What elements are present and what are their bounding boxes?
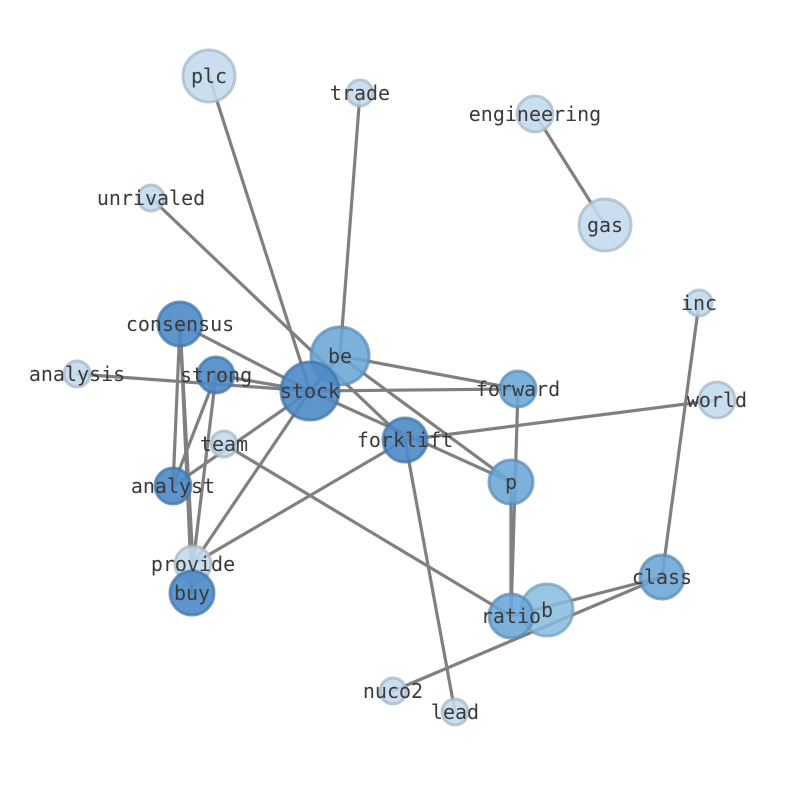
node-analysis (62, 359, 92, 389)
node-engineering (515, 94, 555, 134)
node-unrivaled (136, 183, 166, 213)
node-label-class: class (632, 565, 692, 589)
node-label-trade: trade (330, 81, 390, 105)
node-ratio (487, 592, 535, 640)
node-label-gas: gas (587, 213, 623, 237)
edge-analysis-stock (75, 372, 312, 393)
node-consensus (156, 300, 204, 348)
node-label-world: world (687, 388, 747, 412)
edge-unrivaled-forklift (149, 196, 407, 442)
node-trade (345, 78, 375, 108)
edge-layer (75, 74, 719, 714)
edge-plc-stock (207, 74, 312, 393)
node-label-engineering: engineering (469, 102, 601, 126)
node-forward (498, 369, 538, 409)
node-gas (577, 197, 633, 253)
node-label-nuco2: nuco2 (363, 679, 423, 703)
edge-stock-forward (308, 387, 520, 393)
node-label-plc: plc (191, 64, 227, 88)
edge-class-nuco2 (391, 575, 664, 693)
node-label-forklift: forklift (357, 428, 453, 452)
node-forklift (381, 416, 429, 464)
node-label-p: p (505, 470, 517, 494)
node-label-provide: provide (151, 552, 235, 576)
node-lead (440, 697, 470, 727)
node-plc (181, 48, 237, 104)
node-label-buy: buy (174, 581, 210, 605)
node-label-unrivaled: unrivaled (97, 186, 205, 210)
node-label-consensus: consensus (126, 312, 234, 336)
node-label-ratio: ratio (481, 604, 541, 628)
node-label-strong: strong (180, 363, 252, 387)
edge-inc-class (660, 301, 701, 579)
node-nuco2 (378, 676, 408, 706)
edge-trade-be (338, 91, 362, 358)
edge-forklift-world (403, 398, 719, 442)
node-world (697, 380, 737, 420)
edge-forklift-lead (403, 438, 457, 714)
edge-forklift-provide (191, 438, 407, 566)
edge-consensus-analyst (171, 322, 182, 488)
node-label-analyst: analyst (131, 474, 215, 498)
node-label-analysis: analysis (29, 362, 125, 386)
edge-strong-analyst (171, 373, 218, 488)
node-label-b: b (541, 598, 553, 622)
edge-team-ratio (222, 442, 513, 618)
edge-strong-provide (191, 373, 218, 566)
node-analyst (153, 466, 193, 506)
node-team (209, 429, 239, 459)
node-label-stock: stock (280, 379, 340, 403)
node-label-be: be (328, 344, 352, 368)
edge-stock-provide (191, 389, 312, 566)
node-inc (684, 288, 714, 318)
node-layer (62, 48, 737, 727)
node-label-lead: lead (431, 700, 479, 724)
node-label-team: team (200, 432, 248, 456)
node-buy (168, 569, 216, 617)
node-strong (196, 355, 236, 395)
node-label-forward: forward (476, 377, 560, 401)
node-label-inc: inc (681, 291, 717, 315)
label-layer: plc trade engineering unrivaled gas inc consen… (29, 64, 747, 724)
node-stock (279, 360, 341, 422)
node-class (638, 553, 686, 601)
edge-be-p (338, 354, 513, 484)
node-p (487, 458, 535, 506)
